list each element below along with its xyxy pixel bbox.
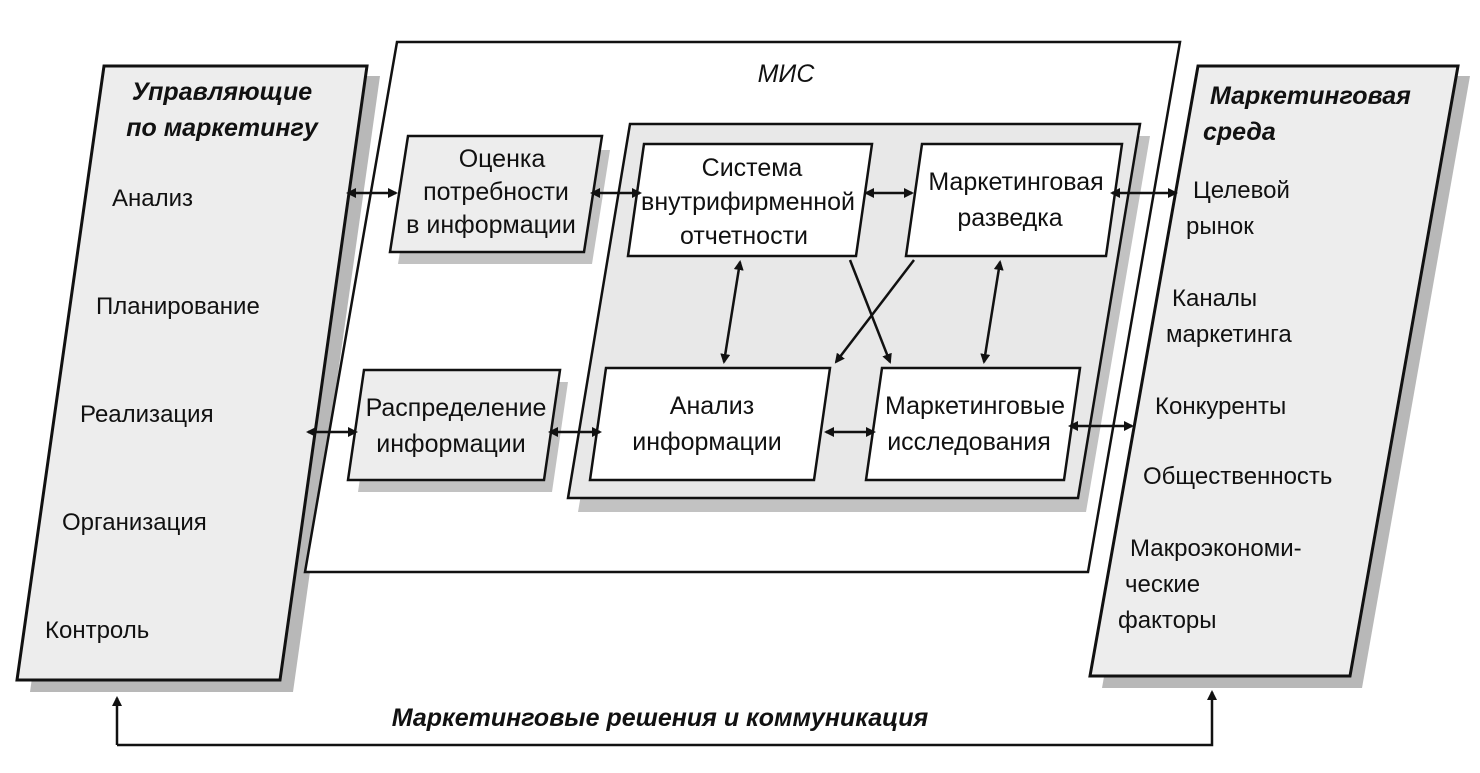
information-analysis-box: Анализ информации <box>588 366 832 482</box>
arrow-internal-analysis <box>720 260 744 364</box>
right-item-channels-1: Каналы <box>1172 285 1257 312</box>
internal-box-shape <box>626 142 874 258</box>
right-item-macro-1: Макроэкономи- <box>1130 535 1302 562</box>
distribution-box: Распределение информации <box>346 368 568 492</box>
research-box-line-1: Маркетинговые <box>885 392 1065 420</box>
right-item-competitors: Конкуренты <box>1155 393 1286 420</box>
right-item-macro-3: факторы <box>1118 607 1217 634</box>
intelligence-box-line-1: Маркетинговая <box>928 168 1103 196</box>
right-item-macro-2: ческие <box>1125 571 1200 598</box>
arrow-intelligence-research <box>980 260 1004 364</box>
needs-box-shape <box>388 134 604 254</box>
distribution-box-shape <box>346 368 562 482</box>
left-panel-shape <box>15 64 369 682</box>
research-box-line-2: исследования <box>887 428 1051 456</box>
analysis-box-line-2: информации <box>632 428 782 456</box>
left-item-planning: Планирование <box>96 293 260 320</box>
right-item-target-market-1: Целевой <box>1193 177 1290 204</box>
arrows <box>112 188 1217 747</box>
research-box-shape <box>864 366 1082 482</box>
intelligence-box-line-2: разведка <box>957 204 1062 232</box>
left-item-organization: Организация <box>62 509 207 536</box>
left-panel: Управляющие по маркетингу Анализ Планиро… <box>15 64 380 692</box>
right-panel-shape <box>1088 64 1460 678</box>
right-item-target-market-2: рынок <box>1186 213 1254 240</box>
marketing-research-box: Маркетинговые исследования <box>864 366 1082 482</box>
arrow-internal-research <box>848 259 892 364</box>
analysis-box-line-1: Анализ <box>670 392 754 420</box>
right-panel: Маркетинговая среда Целевой рынок Каналы… <box>1088 64 1470 688</box>
internal-reporting-box: Система внутрифирменной отчетности <box>626 142 874 258</box>
left-item-implementation: Реализация <box>80 401 214 428</box>
needs-box-line-3: в информации <box>406 211 576 239</box>
internal-box-line-3: отчетности <box>680 222 808 250</box>
left-item-control: Контроль <box>45 617 149 644</box>
right-panel-title-line-1: Маркетинговая <box>1210 82 1411 110</box>
left-panel-title-line-2: по маркетингу <box>126 114 319 142</box>
distribution-box-line-2: информации <box>376 430 526 458</box>
internal-box-line-2: внутрифирменной <box>641 188 855 216</box>
intelligence-box-shape <box>904 142 1124 258</box>
arrow-intelligence-analysis <box>834 259 915 364</box>
distribution-box-line-1: Распределение <box>366 394 547 422</box>
needs-assessment-box: Оценка потребности в информации <box>388 134 610 264</box>
left-panel-title-line-1: Управляющие <box>132 78 312 106</box>
bottom-label: Маркетинговые решения и коммуникация <box>392 704 929 732</box>
right-item-channels-2: маркетинга <box>1166 321 1292 348</box>
arrow-feedback-right <box>117 690 1217 747</box>
internal-box-line-1: Система <box>702 154 803 182</box>
needs-box-line-2: потребности <box>423 178 569 206</box>
right-item-public: Общественность <box>1143 463 1332 490</box>
needs-box-line-1: Оценка <box>459 145 546 173</box>
mis-title: МИС <box>758 60 816 88</box>
marketing-intelligence-box: Маркетинговая разведка <box>904 142 1124 258</box>
analysis-box-shape <box>588 366 832 482</box>
left-item-analysis: Анализ <box>112 185 193 212</box>
right-panel-title-line-2: среда <box>1203 118 1276 146</box>
